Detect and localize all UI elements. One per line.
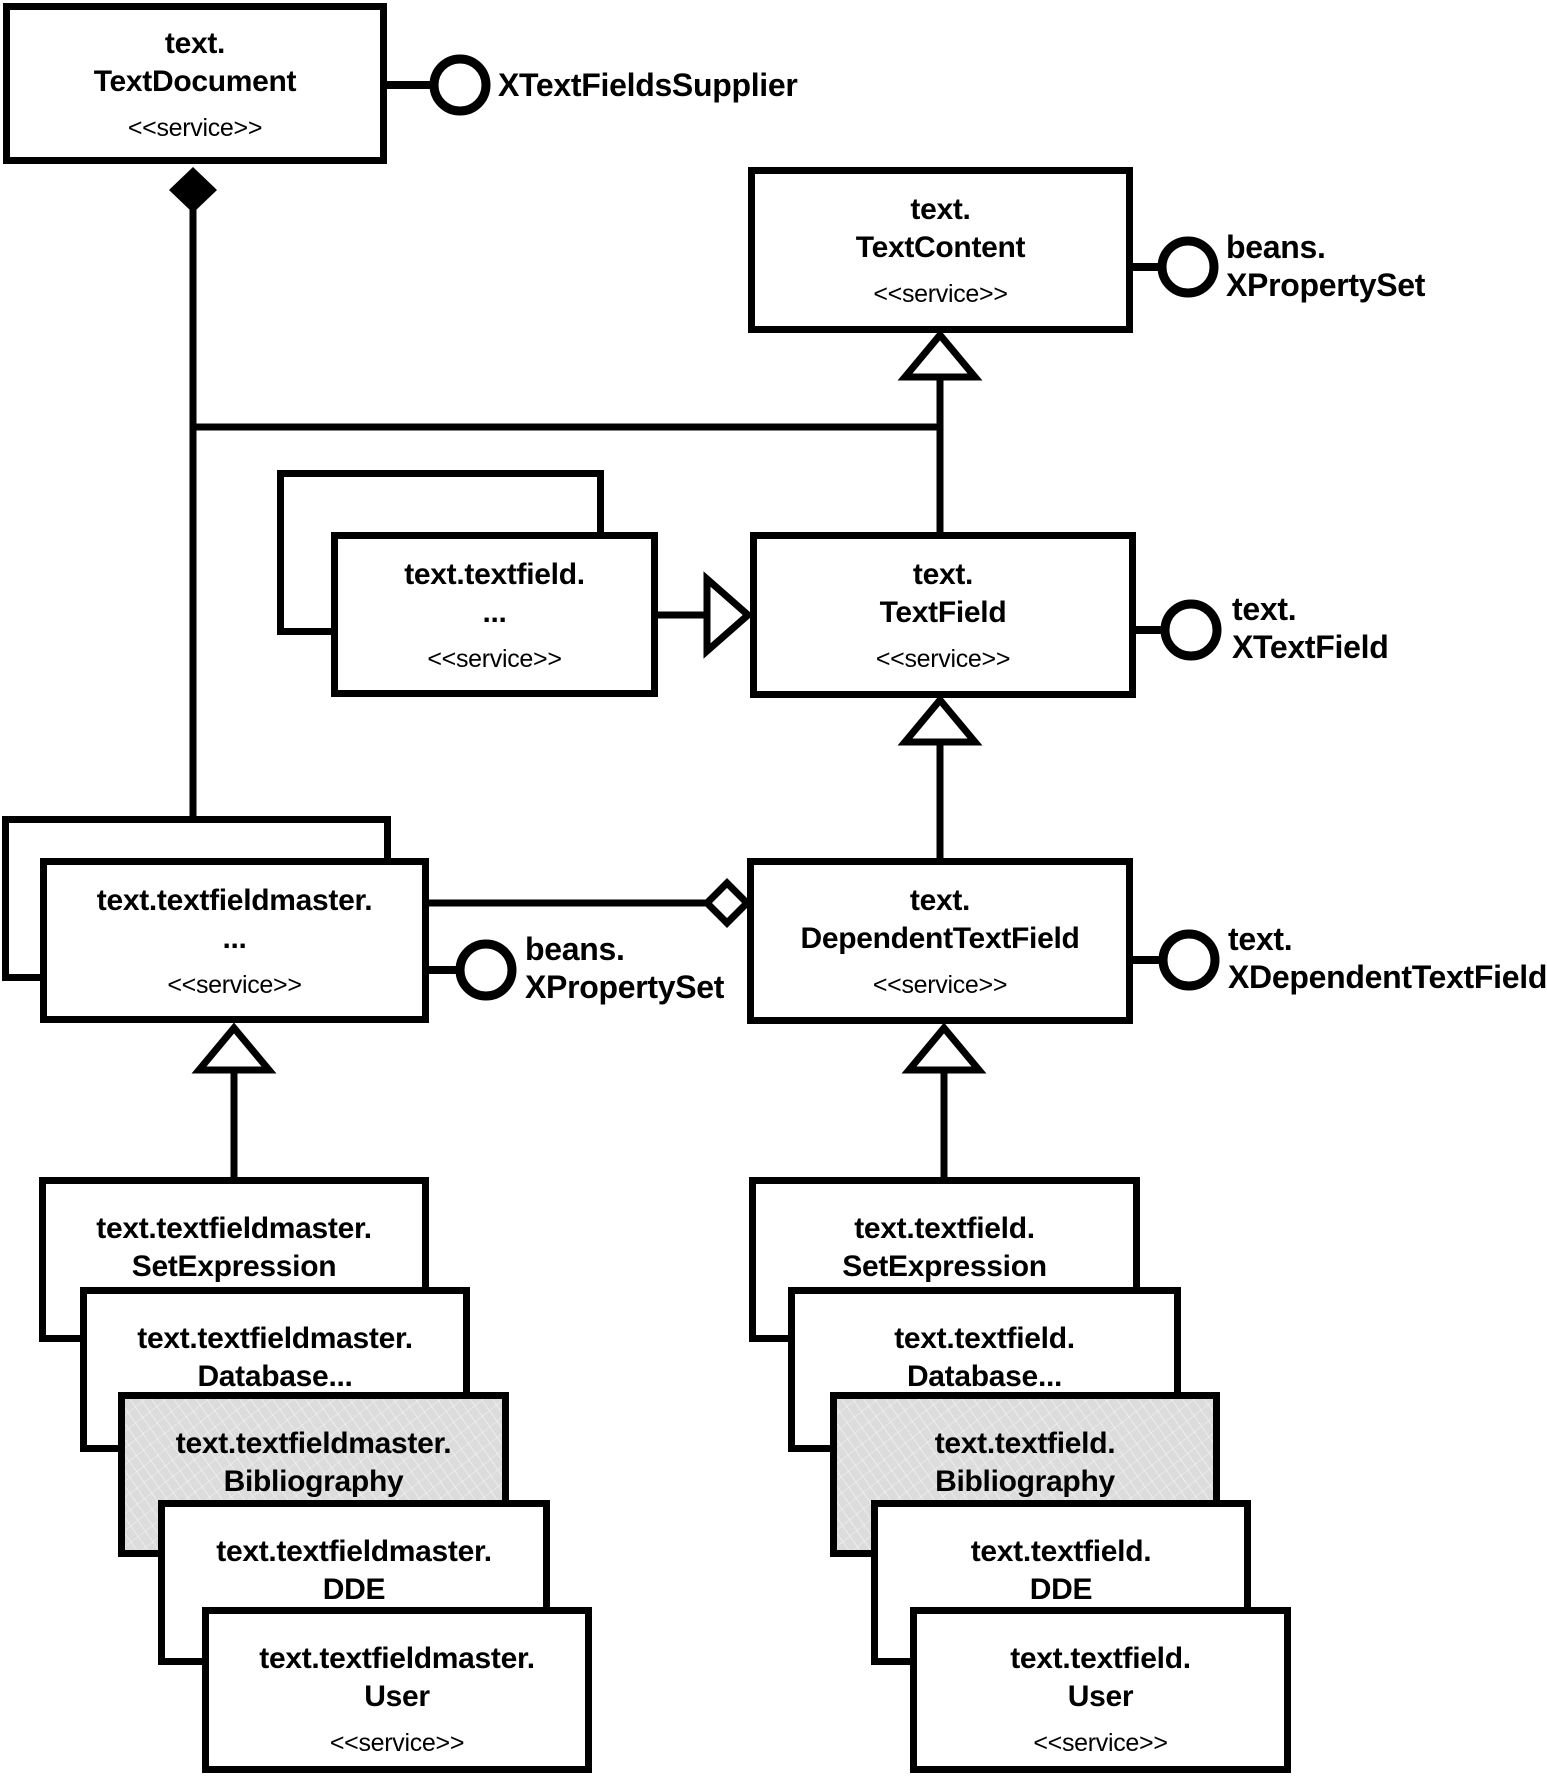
- box-title-line: DependentTextField: [800, 922, 1080, 955]
- box-title-line: SetExpression: [842, 1250, 1047, 1283]
- box-title-line: TextField: [879, 596, 1007, 629]
- box-text-field: text. TextField <<service>>: [750, 532, 1136, 698]
- box-field-user: text.textfield. User <<service>>: [910, 1607, 1291, 1773]
- box-title-line: text.textfieldmaster.: [216, 1535, 492, 1568]
- interface-label-line: text.: [1228, 921, 1293, 957]
- interface-label-line: XDependentTextField: [1228, 959, 1547, 995]
- box-title-line: text.textfield.: [934, 1427, 1116, 1460]
- box-stereotype: <<service>>: [875, 645, 1011, 673]
- box-title-line: text.textfieldmaster.: [96, 883, 373, 917]
- interface-label-xpropertyset-content: beans. XPropertySet: [1226, 228, 1425, 304]
- box-title-line: TextContent: [855, 231, 1026, 264]
- box-title-line: text.: [164, 26, 226, 60]
- box-master-database: text.textfieldmaster. Database...: [80, 1287, 470, 1452]
- interface-label-line: text.: [1232, 591, 1297, 627]
- box-master-user: text.textfieldmaster. User <<service>>: [202, 1607, 592, 1773]
- interface-label-line: beans.: [1226, 229, 1326, 265]
- xpropertyset-content-interface-icon: [1157, 236, 1219, 298]
- box-title-line: User: [364, 1680, 430, 1713]
- interface-label-xtextfieldssupplier: XTextFieldsSupplier: [498, 66, 798, 104]
- interface-label-line: XPropertySet: [1226, 267, 1426, 303]
- masterstack-generalization-arrow: [191, 1022, 277, 1074]
- box-title-line: text.textfield.: [1010, 1642, 1191, 1675]
- box-textfield-generic: text.textfield. ... <<service>>: [331, 532, 658, 697]
- xtextfield-interface-icon: [1160, 599, 1222, 661]
- box-stereotype: <<service>>: [872, 971, 1008, 999]
- box-field-dde: text.textfield. DDE: [871, 1500, 1251, 1665]
- box-title-line: Bibliography: [935, 1465, 1115, 1498]
- box-title-line: text.textfield.: [854, 1212, 1035, 1245]
- box-title-line: text.textfieldmaster.: [175, 1427, 452, 1460]
- box-stereotype: <<service>>: [1033, 1729, 1168, 1757]
- box-title-line: text.textfieldmaster.: [96, 1212, 372, 1245]
- fieldstack-generalization-arrow: [901, 1022, 987, 1074]
- box-stereotype: <<service>>: [427, 644, 562, 673]
- dependent-to-textfield-arrow: [897, 694, 983, 746]
- box-title-line: text.: [909, 884, 971, 917]
- xdependenttextfield-interface-icon: [1158, 929, 1220, 991]
- box-title-line: text.: [910, 193, 971, 226]
- box-title-line: text.textfield.: [970, 1535, 1152, 1568]
- box-title-line: text.textfield.: [404, 557, 585, 591]
- box-dependent-text-field: text. DependentTextField <<service>>: [747, 858, 1133, 1024]
- textfield-to-textcontent-arrow: [897, 329, 983, 381]
- interface-label-line: beans.: [525, 931, 625, 967]
- box-title-line: Bibliography: [223, 1465, 404, 1498]
- box-title-line: Database...: [197, 1360, 353, 1393]
- xpropertyset-master-interface-icon: [455, 939, 517, 1001]
- box-title-line: TextDocument: [93, 64, 297, 98]
- box-title-line: DDE: [1029, 1573, 1093, 1606]
- box-text-document: text. TextDocument <<service>>: [3, 3, 387, 164]
- box-title-line: User: [1067, 1680, 1134, 1713]
- aggregation-diamond: [702, 878, 752, 928]
- interface-label-xtextfield: text. XTextField: [1232, 590, 1389, 666]
- box-textfieldmaster-generic: text.textfieldmaster. ... <<service>>: [40, 858, 429, 1023]
- box-stereotype: <<service>>: [167, 970, 302, 999]
- box-title-line: ...: [222, 921, 247, 955]
- box-title-line: text.: [912, 558, 974, 591]
- box-title-line: text.textfield.: [894, 1322, 1075, 1355]
- box-title-line: text.textfieldmaster.: [259, 1642, 535, 1675]
- box-title-line: ...: [482, 595, 507, 629]
- composition-diamond: [169, 167, 217, 213]
- interface-label-xpropertyset-master: beans. XPropertySet: [525, 930, 724, 1006]
- interface-label-line: XTextField: [1232, 629, 1389, 665]
- box-title-line: Database...: [906, 1360, 1063, 1393]
- interface-label-line: XTextFieldsSupplier: [498, 67, 798, 103]
- box-stereotype: <<service>>: [329, 1729, 465, 1757]
- interface-label-line: XPropertySet: [525, 969, 725, 1005]
- interface-label-xdependenttextfield: text. XDependentTextField: [1228, 920, 1547, 996]
- box-title-line: DDE: [322, 1573, 386, 1606]
- box-stereotype: <<service>>: [127, 113, 263, 142]
- box-title-line: SetExpression: [131, 1250, 337, 1283]
- textfieldgeneric-to-textfield-arrow: [703, 571, 754, 659]
- box-stereotype: <<service>>: [873, 280, 1008, 308]
- box-title-line: text.textfieldmaster.: [137, 1322, 413, 1355]
- box-text-content: text. TextContent <<service>>: [748, 167, 1133, 333]
- xtextfieldssupplier-interface-icon: [429, 54, 491, 116]
